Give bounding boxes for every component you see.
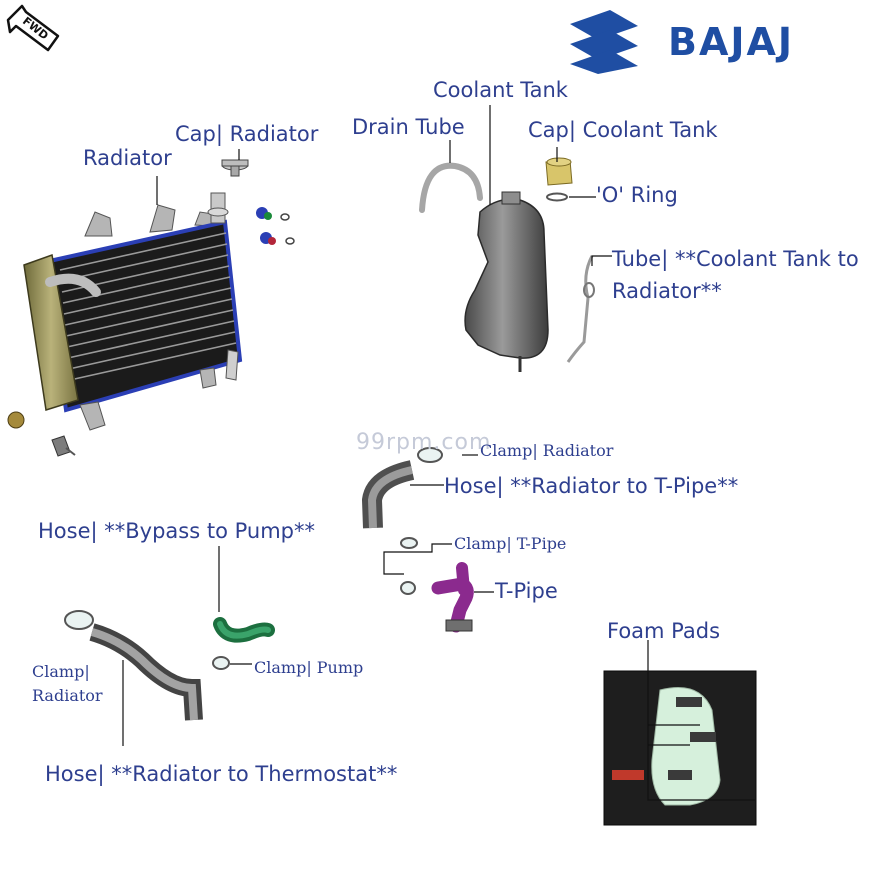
label-clamp-radiator-left: Clamp| Radiator — [32, 662, 103, 705]
label-coolant-tank: Coolant Tank — [433, 78, 568, 102]
label-cap-radiator: Cap| Radiator — [175, 122, 319, 146]
drain-tube-drawing — [419, 162, 483, 213]
label-radiator: Radiator — [83, 146, 172, 170]
coolant-cap-drawing — [545, 157, 573, 202]
label-clamp-radiator-top: Clamp| Radiator — [480, 441, 614, 460]
leader-lines — [122, 105, 755, 801]
bajaj-logo-mark — [570, 10, 638, 74]
label-hose-bypass-pump: Hose| **Bypass to Pump** — [38, 519, 315, 543]
radiator-drawing — [7, 192, 243, 457]
label-hose-radiator-thermostat: Hose| **Radiator to Thermostat** — [45, 762, 398, 786]
label-tpipe: T-Pipe — [495, 579, 558, 603]
hose-radiator-tpipe-drawing — [361, 447, 443, 529]
label-drain-tube: Drain Tube — [352, 115, 465, 139]
hose-thermostat-drawing — [64, 610, 203, 721]
overflow-tube-drawing — [566, 255, 594, 363]
label-hose-radiator-tpipe: Hose| **Radiator to T-Pipe** — [444, 474, 739, 498]
label-cap-coolant-tank: Cap| Coolant Tank — [528, 118, 718, 142]
foam-pads-photo — [603, 670, 757, 826]
fwd-arrow-icon — [6, 4, 60, 52]
tpipe-drawing — [431, 562, 474, 633]
label-o-ring: 'O' Ring — [596, 183, 678, 207]
label-clamp-tpipe: Clamp| T-Pipe — [454, 534, 567, 553]
brand-name: BAJAJ — [668, 20, 795, 64]
sensor-parts-drawing — [256, 207, 295, 245]
label-tube-tank-radiator: Tube| **Coolant Tank to Radiator** — [612, 247, 859, 303]
coolant-tank-drawing — [464, 191, 549, 372]
label-foam-pads: Foam Pads — [607, 619, 721, 643]
watermark: 99rpm.com — [356, 430, 492, 455]
radiator-cap-drawing — [221, 159, 249, 177]
bypass-hose-drawing — [212, 617, 275, 670]
clamp-tpipe-drawing — [400, 537, 418, 595]
label-clamp-pump: Clamp| Pump — [254, 658, 364, 677]
